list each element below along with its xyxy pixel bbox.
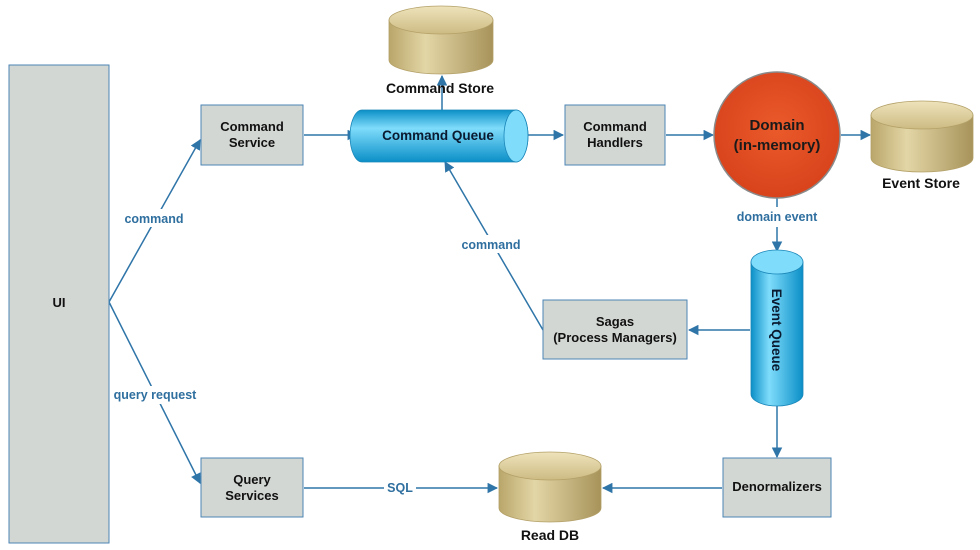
edges xyxy=(108,74,872,494)
node-command-store: Command Store xyxy=(386,5,494,96)
domain-line1: Domain xyxy=(749,117,804,134)
node-denormalizers: Denormalizers xyxy=(722,457,832,518)
command-handlers-line1: Command xyxy=(583,119,647,134)
command-service-line1: Command xyxy=(220,119,284,134)
domain-line2: (in-memory) xyxy=(734,137,821,154)
node-event-queue: Event Queue xyxy=(750,249,804,407)
ui-label: UI xyxy=(53,295,66,310)
event-store-label: Event Store xyxy=(882,175,960,191)
command-service-line2: Service xyxy=(229,135,275,150)
label-query-request: query request xyxy=(114,388,198,402)
label-sql: SQL xyxy=(387,481,413,495)
node-domain: Domain (in-memory) xyxy=(713,71,841,199)
node-sagas: Sagas (Process Managers) xyxy=(542,299,688,360)
command-handlers-line2: Handlers xyxy=(587,135,643,150)
query-services-line1: Query xyxy=(233,472,271,487)
event-queue-label: Event Queue xyxy=(769,289,784,372)
query-services-line2: Services xyxy=(225,488,279,503)
node-command-handlers: Command Handlers xyxy=(564,104,666,166)
node-command-queue: Command Queue xyxy=(349,109,529,163)
read-db-label: Read DB xyxy=(521,527,579,543)
label-saga-command: command xyxy=(461,238,520,252)
command-store-label: Command Store xyxy=(386,80,494,96)
denormalizers-label: Denormalizers xyxy=(732,479,822,494)
node-ui: UI xyxy=(8,64,110,544)
label-domain-event: domain event xyxy=(737,210,818,224)
sagas-line2: (Process Managers) xyxy=(553,330,677,345)
node-command-service: Command Service xyxy=(200,104,304,166)
node-event-store: Event Store xyxy=(870,100,974,191)
node-read-db: Read DB xyxy=(498,451,602,543)
sagas-line1: Sagas xyxy=(596,314,634,329)
node-query-services: Query Services xyxy=(200,457,304,518)
label-ui-command: command xyxy=(124,212,183,226)
command-queue-label: Command Queue xyxy=(382,128,494,143)
edge-labels: command query request command domain eve… xyxy=(108,209,818,495)
